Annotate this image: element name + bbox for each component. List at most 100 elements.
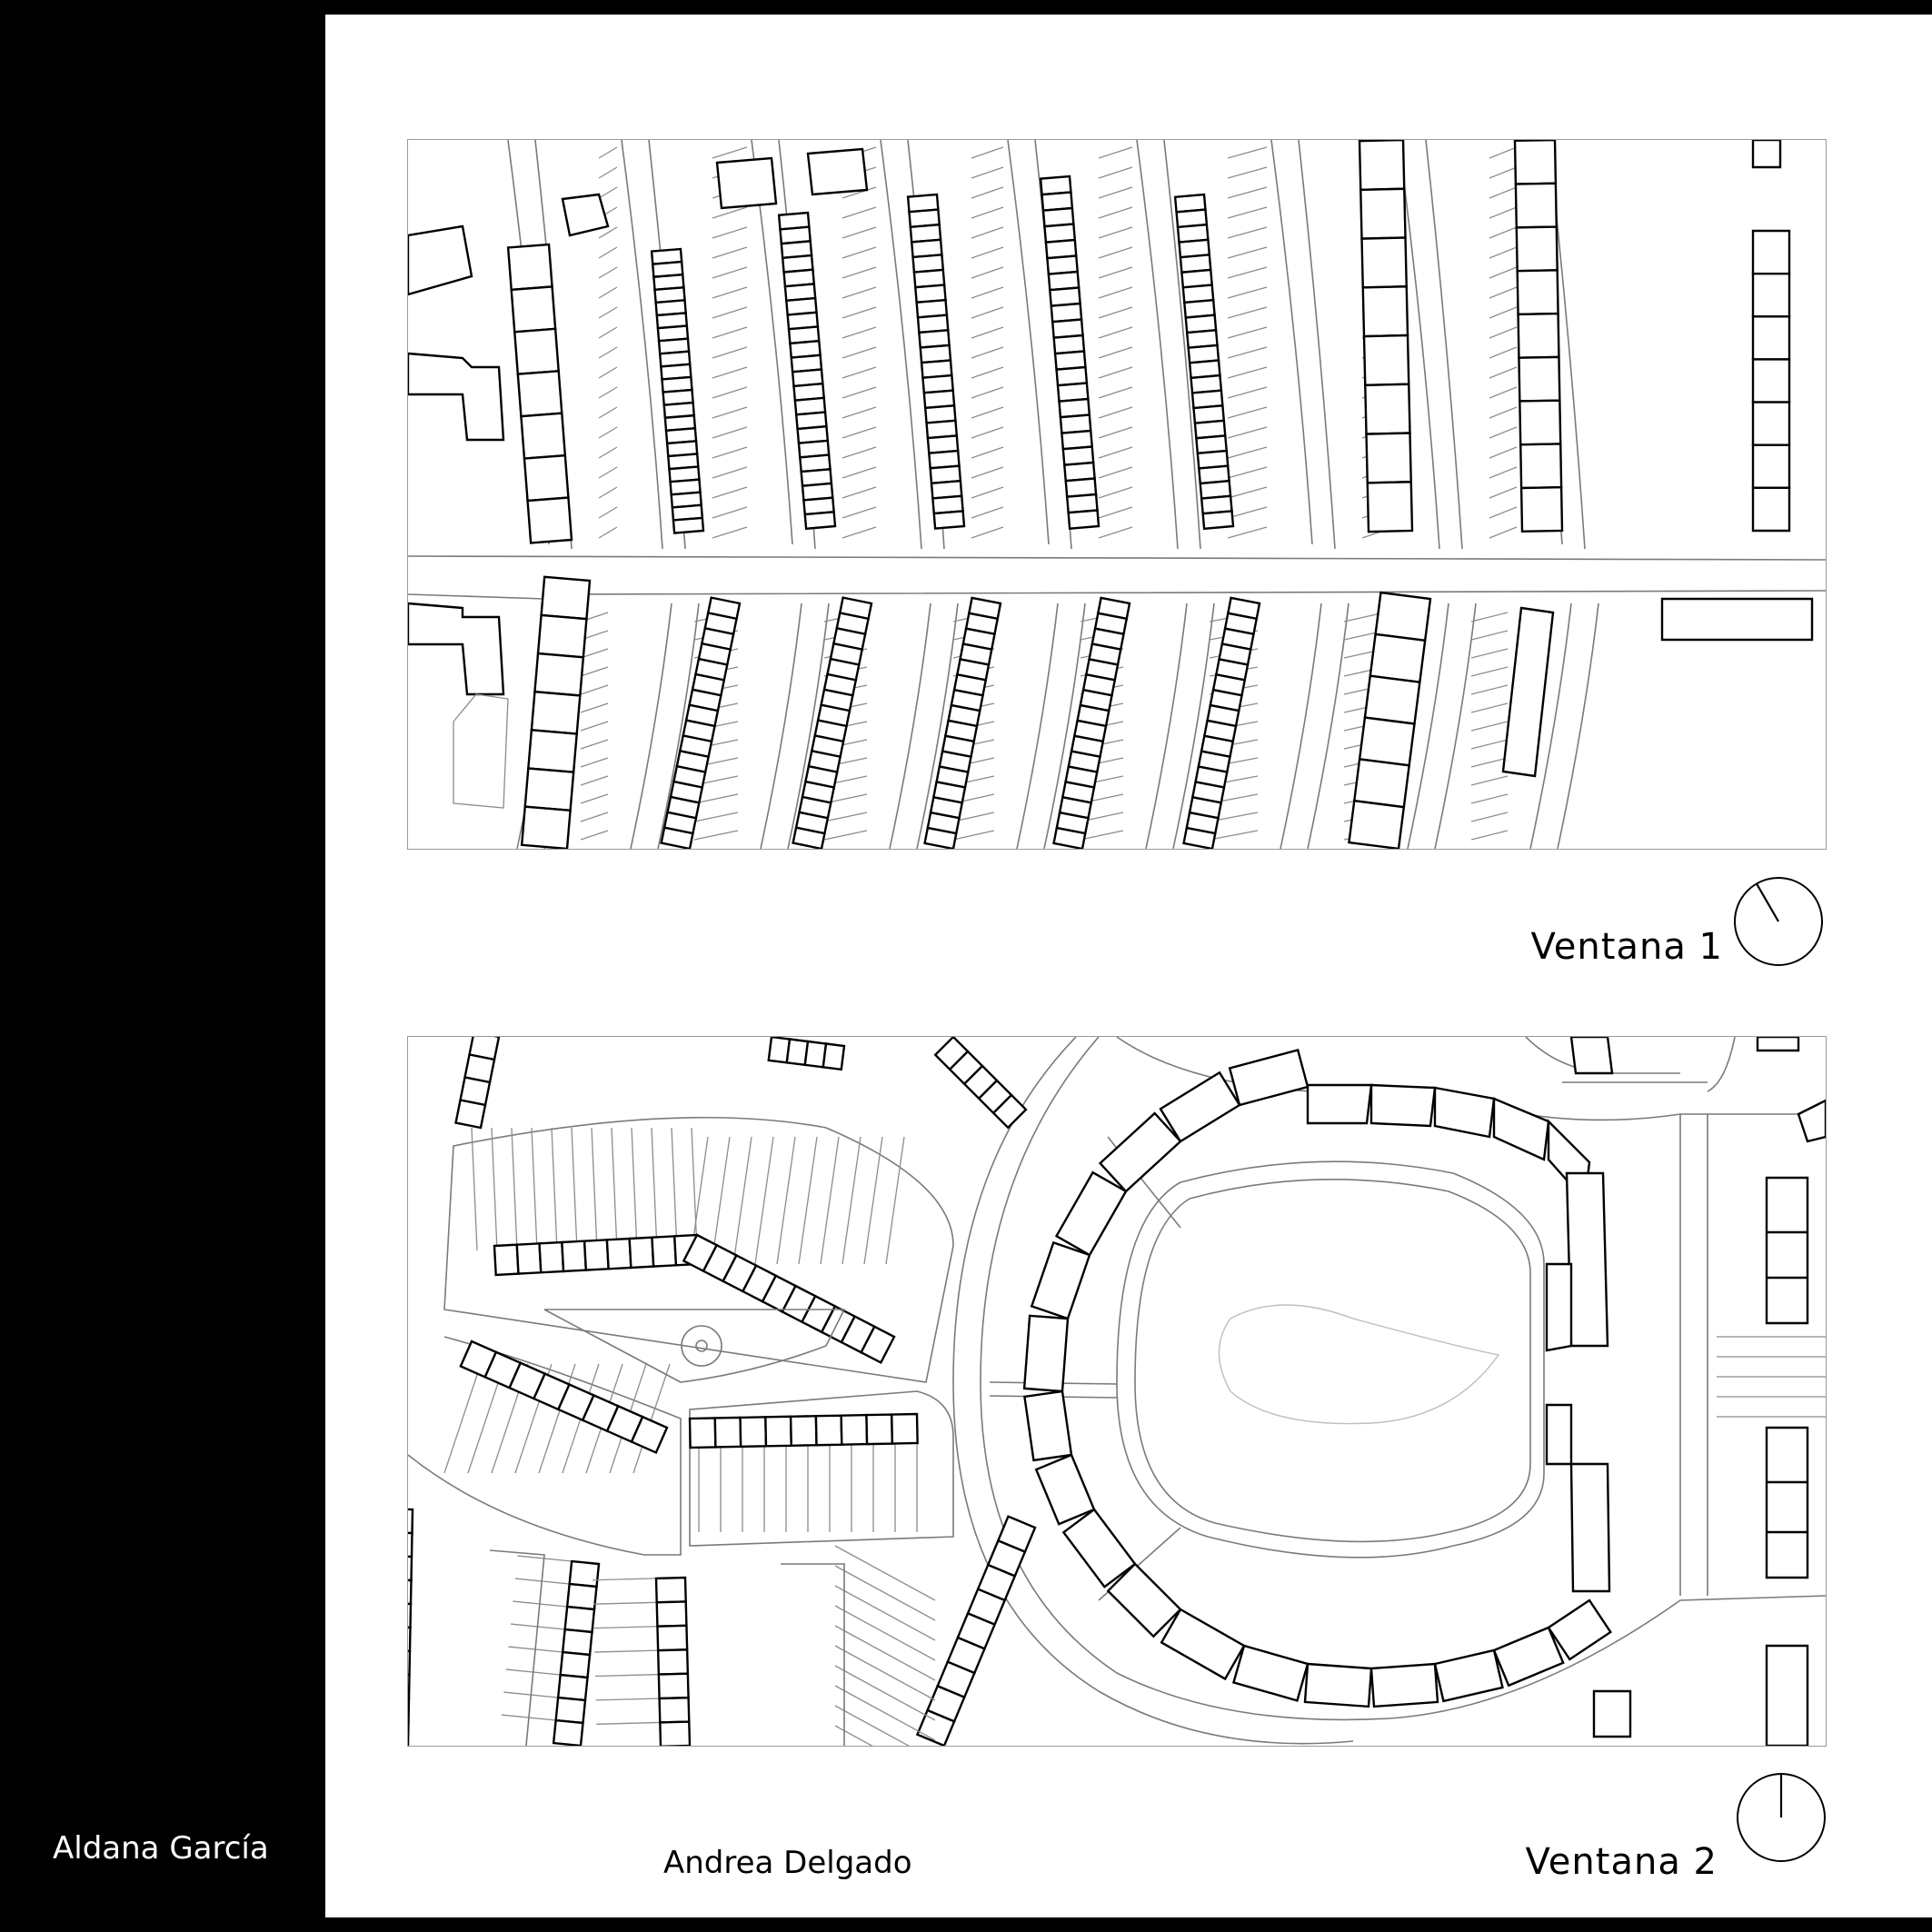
lot-line — [598, 306, 618, 319]
street-edge — [1136, 140, 1179, 550]
building — [559, 1650, 592, 1679]
lot-line — [842, 506, 877, 519]
lot-line — [1489, 186, 1518, 199]
building — [408, 1673, 411, 1700]
building — [1751, 315, 1791, 361]
building — [1228, 1048, 1310, 1107]
author-name-1: Aldana García — [53, 1830, 269, 1867]
lot-line — [971, 526, 1004, 539]
lot-line — [1098, 166, 1133, 179]
lot-line — [834, 1685, 936, 1741]
lot-line — [1227, 406, 1268, 419]
building — [656, 1648, 690, 1676]
lot-line — [1098, 326, 1133, 339]
building — [656, 1624, 689, 1652]
lot-line — [598, 466, 618, 479]
building — [1061, 1508, 1137, 1588]
lot-line — [1489, 386, 1518, 399]
lot-line — [712, 526, 748, 539]
building — [1052, 826, 1087, 849]
building — [792, 826, 826, 849]
lot-line — [593, 1601, 657, 1605]
lot-line — [1227, 426, 1268, 439]
building — [1365, 432, 1412, 484]
street-edge — [889, 603, 931, 849]
lot-line — [1489, 486, 1518, 499]
building — [408, 1720, 410, 1746]
building — [1067, 509, 1100, 530]
street-edge — [1134, 1178, 1531, 1543]
lot-line — [842, 226, 877, 239]
building — [1348, 799, 1406, 849]
lot-line — [1470, 739, 1509, 750]
lot-line — [1098, 346, 1133, 359]
building — [932, 510, 966, 530]
lot-line — [1098, 266, 1133, 279]
lot-line — [598, 426, 618, 439]
lot-line — [712, 446, 748, 459]
lot-line — [580, 684, 609, 695]
building — [1751, 443, 1791, 490]
map-window-2 — [407, 1036, 1827, 1747]
building — [1501, 606, 1555, 778]
lot-line — [842, 186, 877, 199]
lot-line — [1489, 246, 1518, 259]
lot-line — [1470, 648, 1509, 659]
lot-line — [1098, 146, 1133, 159]
lot-line — [712, 146, 748, 159]
lot-line — [1489, 266, 1518, 279]
lot-line — [1227, 166, 1268, 179]
building — [408, 1531, 413, 1559]
lot-line — [1489, 286, 1518, 299]
building — [1433, 1086, 1496, 1139]
street-edge — [787, 603, 830, 849]
lot-line — [1470, 812, 1509, 822]
building — [1231, 1644, 1310, 1702]
building — [583, 1239, 610, 1271]
street-edge — [1557, 603, 1599, 849]
building — [408, 1578, 413, 1606]
lot-line — [971, 226, 1004, 239]
lot-line — [971, 406, 1004, 419]
building — [660, 826, 694, 849]
lot-line — [580, 757, 609, 768]
lot-line — [712, 206, 748, 219]
lot-line — [971, 146, 1004, 159]
lot-line — [1098, 186, 1133, 199]
building — [923, 826, 958, 849]
building — [530, 690, 582, 735]
building — [1517, 312, 1560, 359]
lot-line — [712, 286, 748, 299]
building — [408, 352, 505, 442]
lot-line — [598, 246, 618, 259]
lot-line — [443, 1363, 482, 1474]
lot-line — [598, 326, 618, 339]
building — [1565, 1171, 1609, 1348]
lot-line — [842, 466, 877, 479]
lot-line — [598, 486, 618, 499]
lot-line — [842, 406, 877, 419]
lot-line — [1227, 346, 1268, 359]
lot-line — [1489, 526, 1518, 539]
lot-line — [1209, 830, 1259, 841]
lot-line — [1489, 446, 1518, 459]
lot-line — [1080, 830, 1124, 841]
street-edge — [489, 1549, 545, 1746]
street-edge — [408, 1336, 682, 1556]
building — [789, 1414, 818, 1447]
building — [1369, 632, 1427, 684]
lot-line — [952, 812, 995, 822]
building — [1547, 1598, 1612, 1661]
building — [713, 1416, 742, 1449]
lot-line — [712, 466, 748, 479]
lot-line — [598, 146, 618, 159]
lot-line — [598, 166, 618, 179]
north-arrow-icon — [1734, 877, 1823, 966]
lot-line — [712, 386, 748, 399]
street-edge — [916, 603, 959, 849]
lot-line — [1098, 246, 1133, 259]
building — [1515, 225, 1559, 273]
street-edge — [1016, 603, 1059, 849]
street-edge — [1525, 1037, 1680, 1074]
street-edge — [1163, 140, 1201, 550]
